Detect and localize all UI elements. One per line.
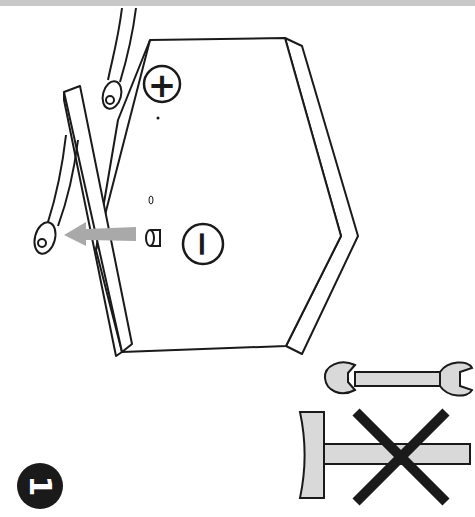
cable: [108, 8, 136, 82]
top-bar: [0, 0, 475, 6]
battery-lip-edge: [64, 92, 122, 356]
step-number: 1: [25, 476, 55, 497]
hammer-icon: [300, 412, 470, 498]
polarity-symbol: −: [186, 230, 220, 259]
direction-arrow: [64, 222, 136, 246]
terminal-post: [106, 96, 114, 104]
battery-body: [96, 38, 341, 352]
battery-lip: [64, 86, 132, 352]
polarity-symbol: +: [148, 68, 177, 102]
mark: [149, 196, 153, 204]
mark: [157, 117, 160, 120]
polarity-circle: [144, 66, 180, 102]
cable-clamp-hole: [38, 239, 46, 247]
prohibited-cross: [356, 412, 446, 502]
step-badge: [17, 463, 63, 509]
cable-clamp: [31, 220, 59, 256]
cable: [48, 135, 78, 226]
terminal-post: [146, 230, 154, 246]
polarity-circle: [183, 224, 223, 264]
cable-clamp: [100, 79, 125, 111]
wrench-icon: [325, 362, 472, 395]
